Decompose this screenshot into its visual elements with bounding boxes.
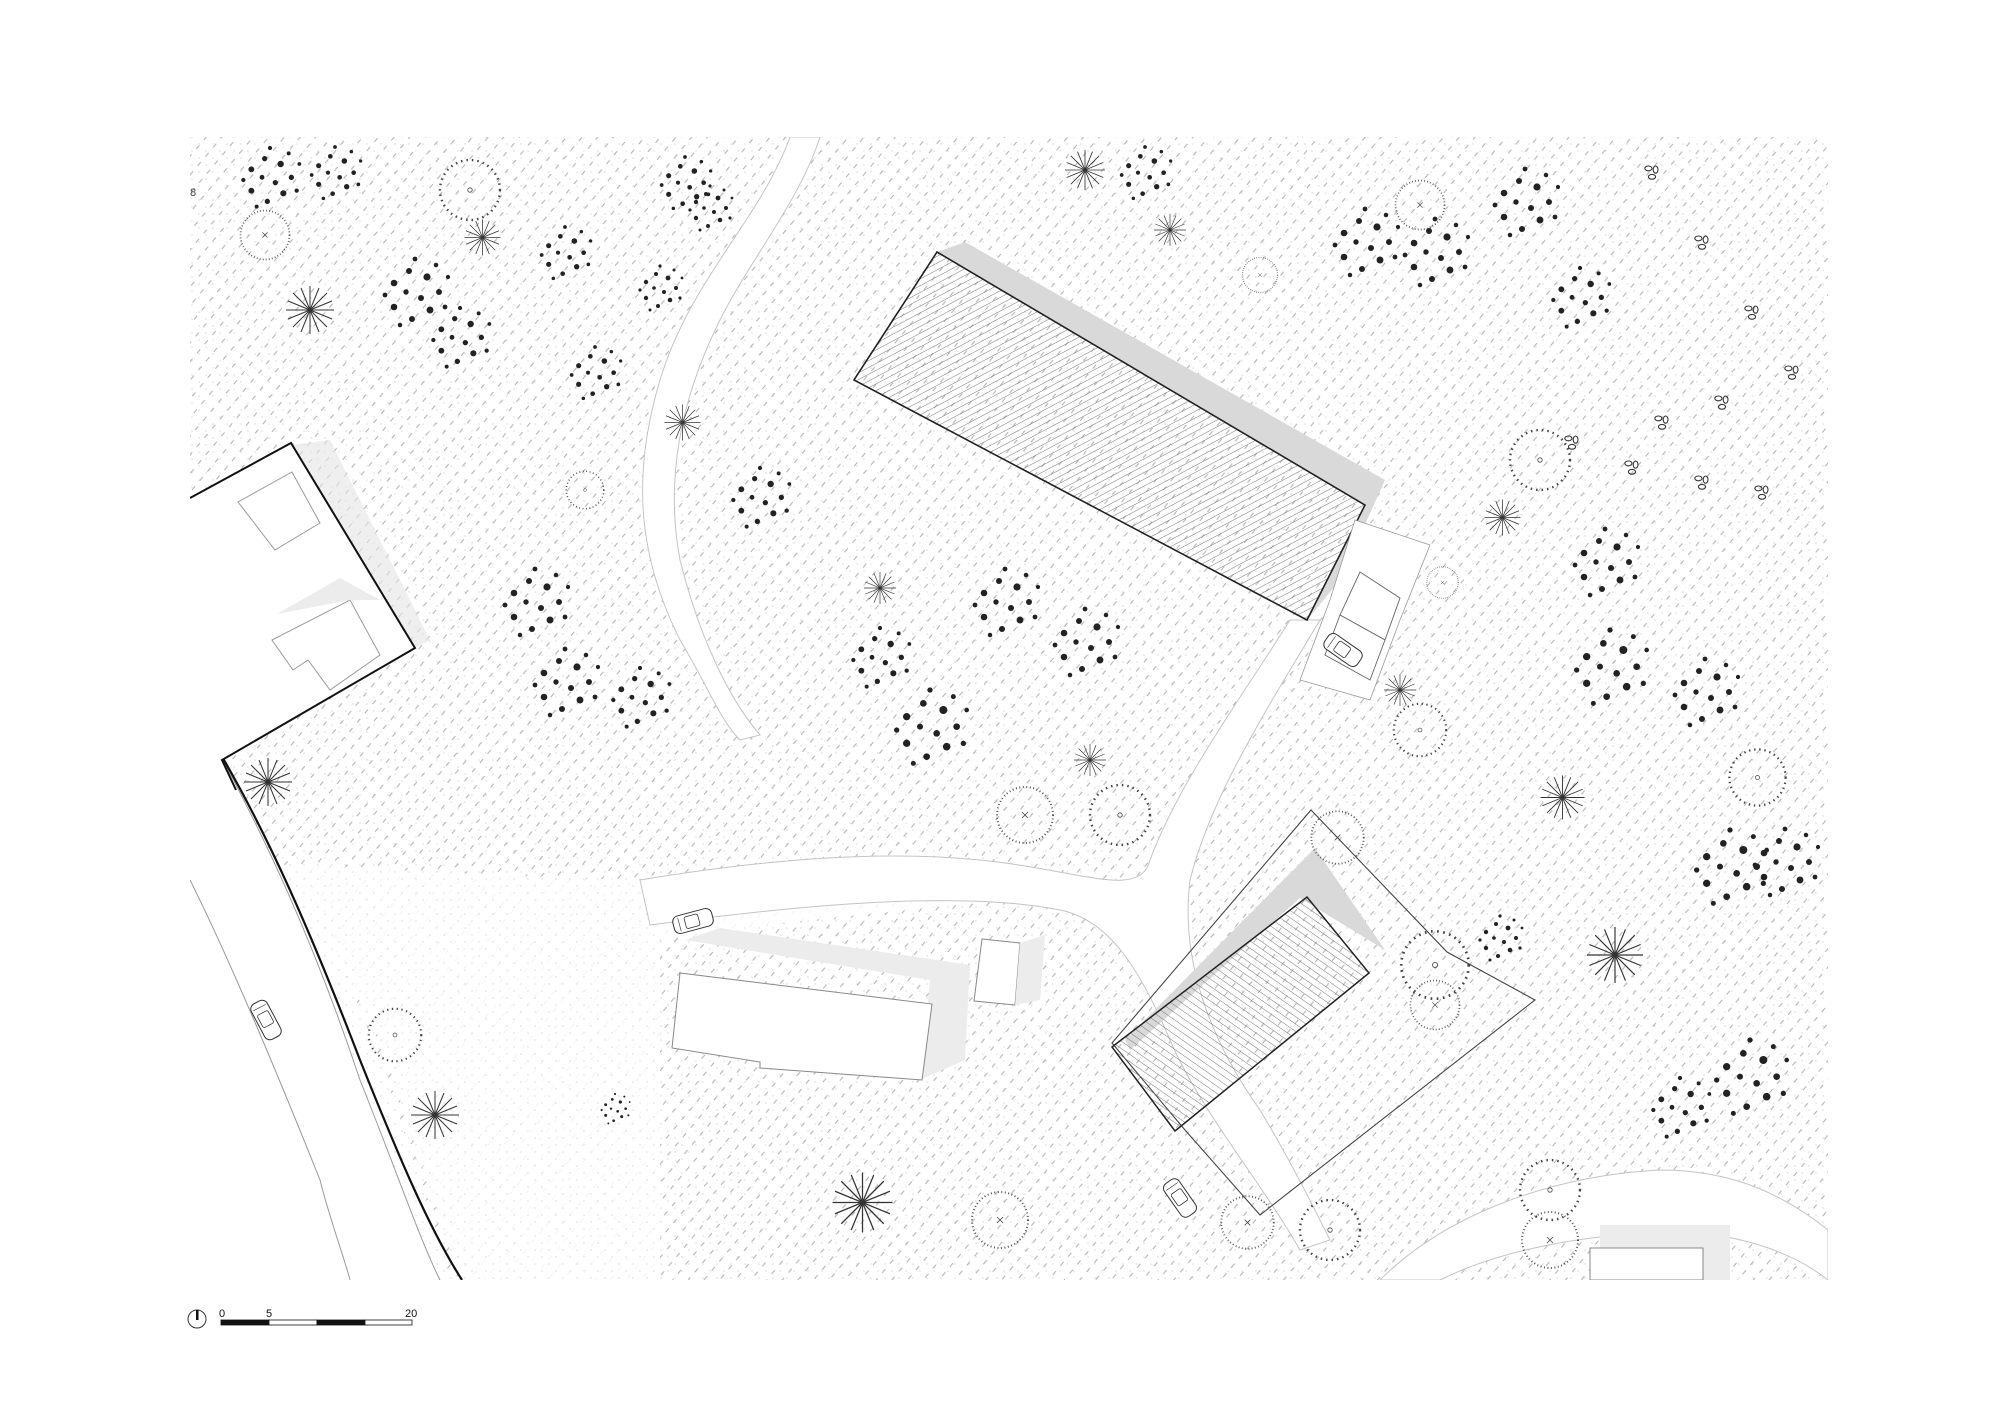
corner-mark: 8 [190, 187, 196, 199]
lower-annex [973, 938, 1021, 1006]
scale-label-5: 5 [266, 1308, 272, 1320]
lower-house [671, 928, 1045, 1081]
main-road [190, 699, 463, 1280]
right-barn-roof [1110, 895, 1371, 1133]
scale-bar: 0 5 20 [219, 1308, 417, 1326]
lower-house-outline [671, 972, 933, 1081]
scale-label-0: 0 [219, 1308, 225, 1320]
main-barn-roof [852, 250, 1367, 622]
bottom-right-house [1589, 1225, 1730, 1280]
scale-label-20: 20 [405, 1308, 417, 1320]
legend: 0 5 20 [187, 1308, 417, 1329]
map-area: 8 [190, 137, 1828, 1280]
north-arrow-icon [187, 1309, 207, 1329]
right-barn [1110, 809, 1536, 1216]
main-barn [852, 242, 1385, 622]
main-barn-shadow [937, 242, 1385, 620]
left-plot [190, 440, 430, 812]
right-barn-shadow [1125, 848, 1385, 1050]
left-plot-house-a [237, 471, 321, 551]
